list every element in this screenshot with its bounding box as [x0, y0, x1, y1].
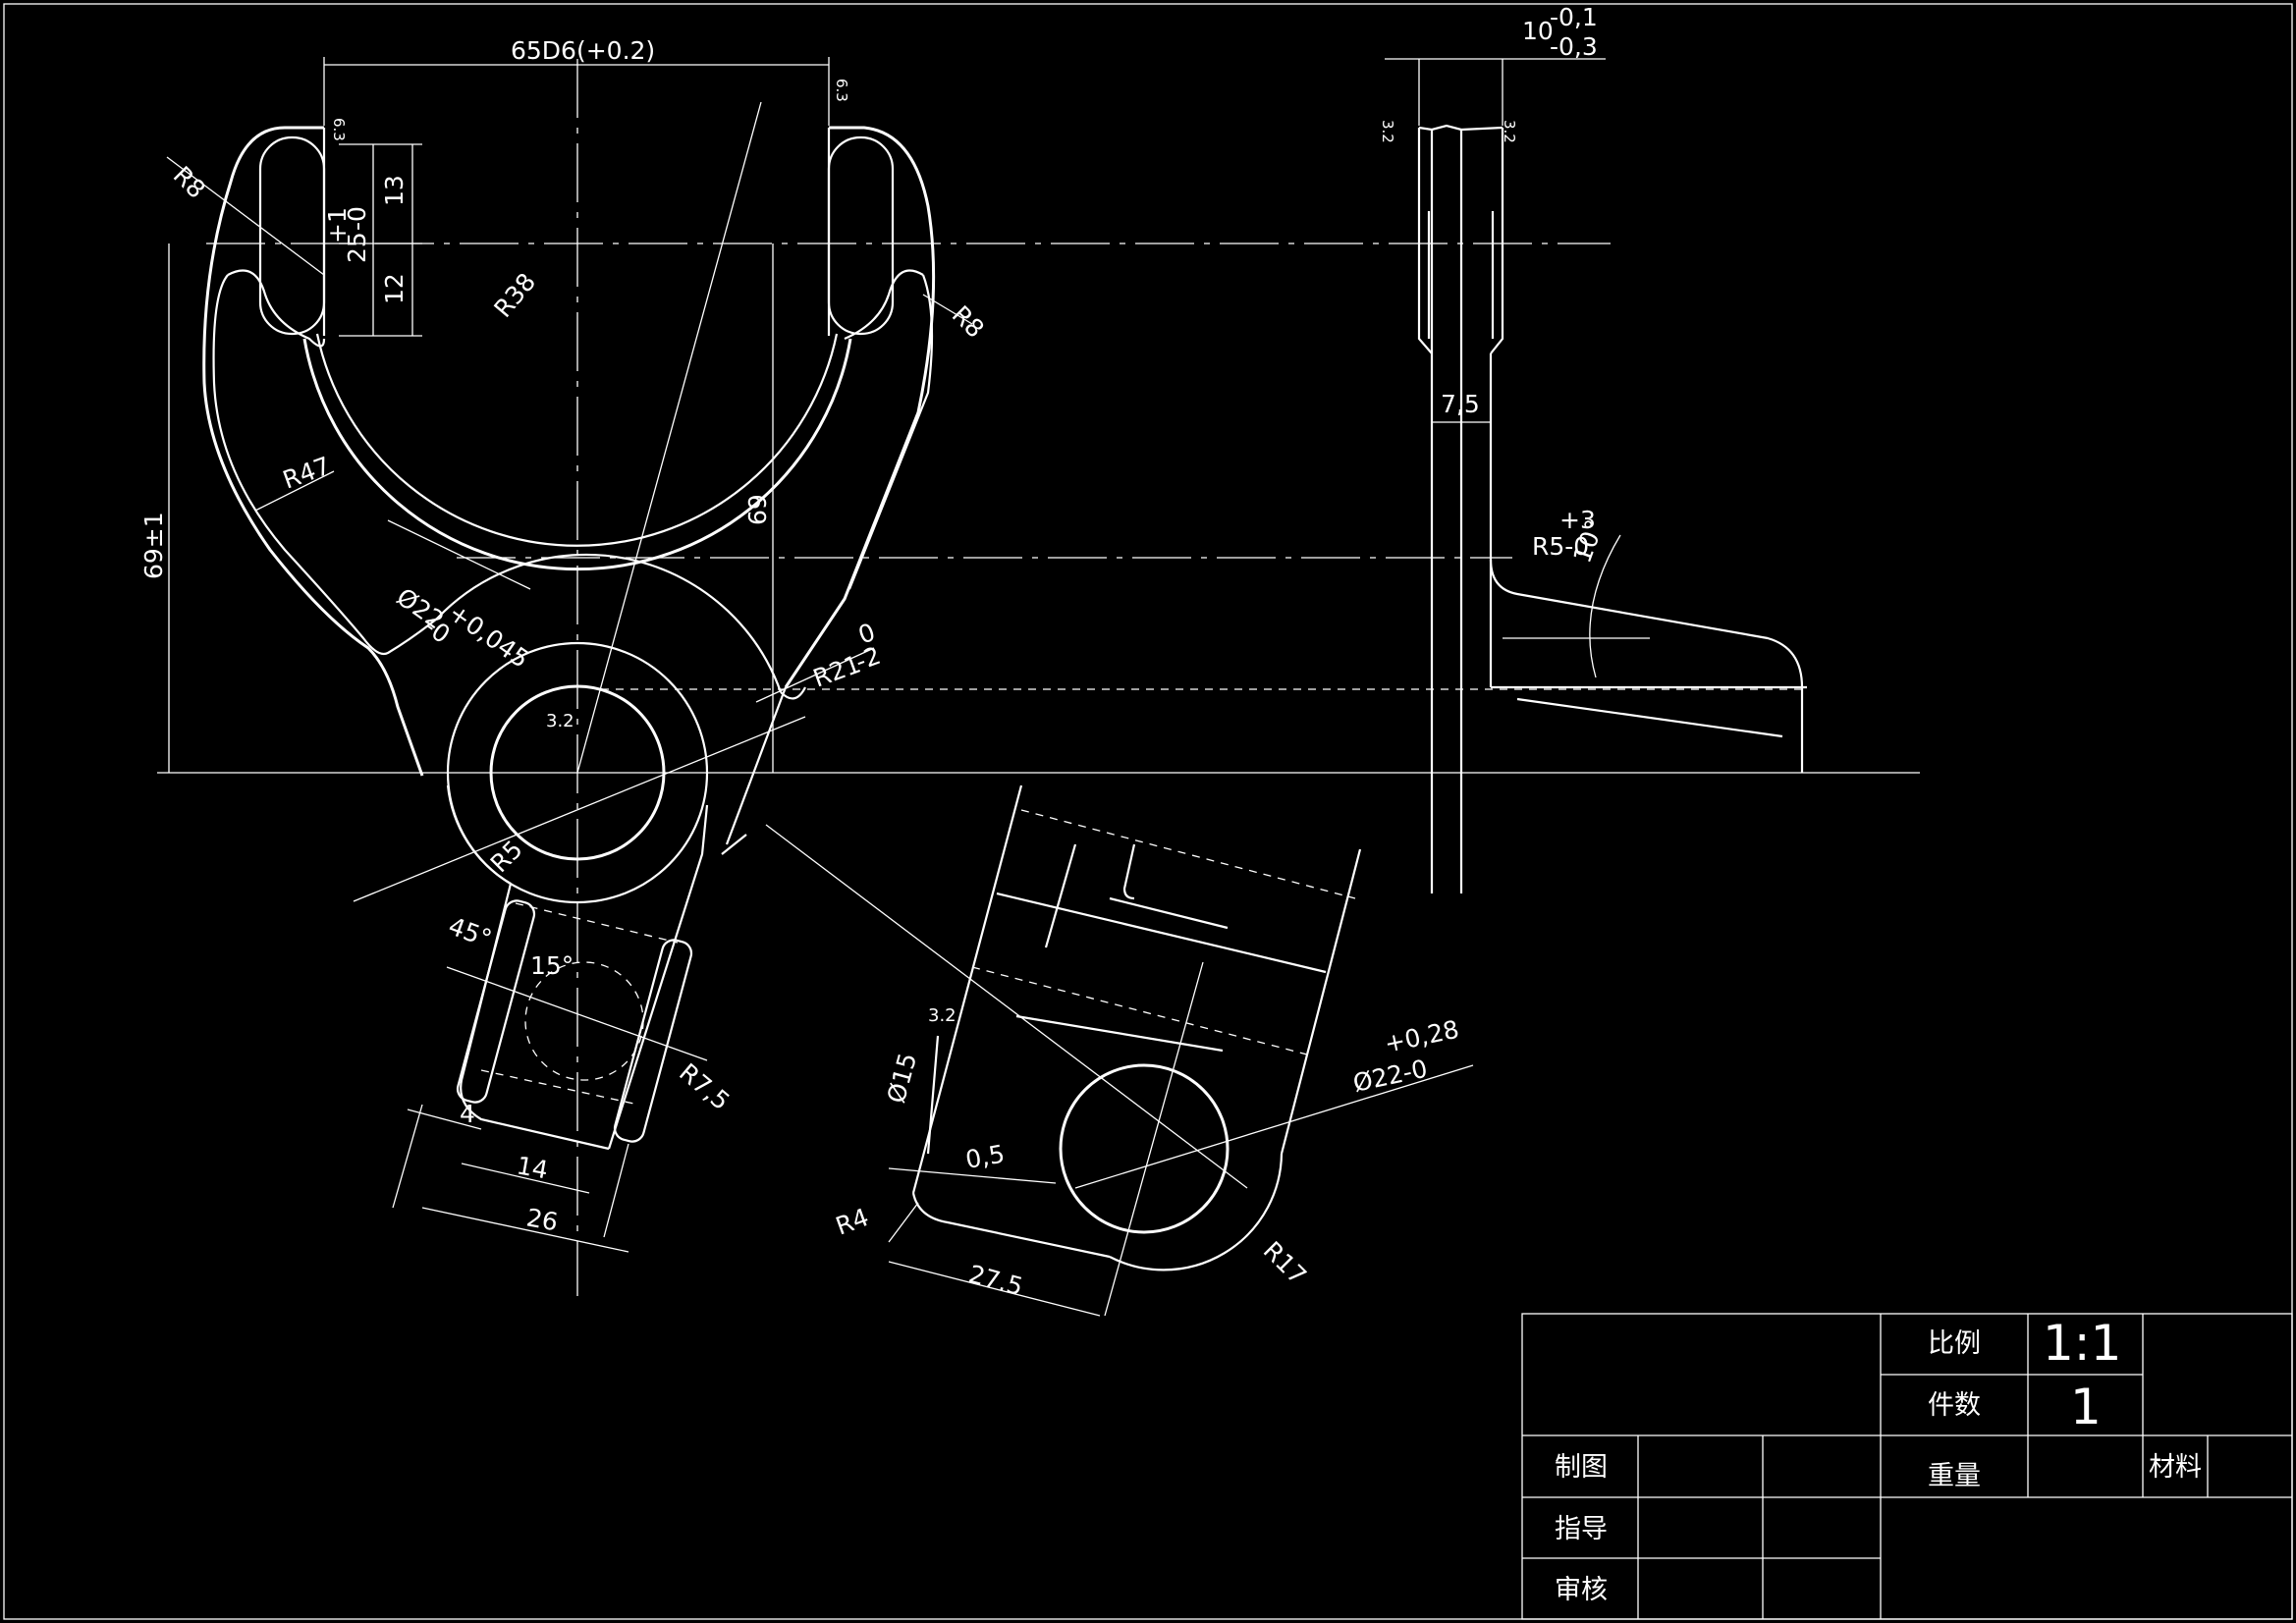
count-label: 件数	[1928, 1390, 1981, 1421]
dim-phi-15: Ø15	[882, 1050, 922, 1106]
material-label: 材料	[2149, 1452, 2202, 1483]
dim-angle-15: 15°	[530, 951, 574, 980]
dim-thickness-10: 10	[1522, 17, 1554, 45]
review-label: 审核	[1555, 1575, 1608, 1605]
dim-25-tol-plus: +1	[323, 207, 352, 243]
dim-r4: R4	[832, 1203, 872, 1241]
dim-13: 13	[380, 175, 409, 206]
roughness-3-2-a: 3.2	[1379, 120, 1396, 143]
side-view-labels: 10 -0,1 -0,3 3.2 3.2 7,5 R5-0 +3 10°	[1379, 3, 1610, 567]
dim-12: 12	[380, 273, 409, 304]
roughness-6-3-a: 6.3	[330, 118, 348, 141]
dim-bore-22-up: +0,045	[444, 598, 534, 674]
dim-25: 25	[343, 232, 371, 263]
dim-r47: R47	[279, 452, 334, 495]
drawn-label: 制图	[1555, 1452, 1608, 1483]
dim-r5: R5	[485, 835, 528, 878]
dim-r17: R17	[1258, 1236, 1312, 1290]
roughness-3-2-b: 3.2	[1501, 120, 1518, 143]
weight-label: 重量	[1928, 1461, 1981, 1491]
dim-thickness-10-low: -0,3	[1550, 32, 1598, 61]
dim-27-5: 27.5	[965, 1260, 1025, 1301]
scale-label: 比例	[1928, 1328, 1981, 1359]
roughness-6-3-b: 6.3	[833, 79, 850, 102]
dim-r5-side-tol: +3	[1559, 506, 1596, 534]
dim-r8-left: R8	[168, 161, 211, 204]
count-value: 1	[2070, 1379, 2102, 1435]
dim-25-tol-minus: -0	[343, 206, 371, 231]
dim-r38: R38	[488, 268, 541, 323]
guide-label: 指导	[1555, 1514, 1608, 1544]
dim-69-tol: 69±1	[139, 512, 168, 579]
roughness-3-2-bore: 3.2	[546, 711, 574, 731]
main-view-labels: 65D6(+0.2) R8 R8 R38 R47 13 12 25 +1 -0 …	[139, 36, 990, 1236]
side-view	[1385, 58, 1807, 893]
detail-view-labels: Ø15 3.2 0,5 R4 27.5 Ø22-0 +0,28 R17	[832, 1005, 1461, 1301]
main-view	[157, 57, 1920, 1296]
dim-0-5: 0,5	[963, 1139, 1007, 1173]
sheet-border	[3, 3, 2293, 1620]
dim-69: 69	[743, 494, 772, 525]
detail-view	[765, 784, 1474, 1317]
dim-r7-5: R7,5	[674, 1057, 735, 1115]
dim-r5-side: R5-0	[1532, 532, 1589, 561]
dim-14: 14	[515, 1151, 550, 1184]
roughness-3-2-c: 3.2	[928, 1005, 957, 1026]
dim-65d6: 65D6(+0.2)	[511, 36, 655, 65]
scale-value: 1:1	[2043, 1315, 2121, 1372]
dim-7-5: 7,5	[1441, 390, 1480, 418]
dim-thickness-10-up: -0,1	[1550, 3, 1598, 31]
dim-r8-right: R8	[947, 300, 990, 344]
title-block: 比例 1:1 件数 1 重量 材料 制图 指导 审核	[1521, 1313, 2293, 1620]
dim-26: 26	[524, 1203, 560, 1236]
dim-bore-22-detail-tol: +0,28	[1382, 1015, 1461, 1058]
dim-4: 4	[460, 1100, 475, 1128]
dim-angle-45: 45°	[445, 911, 496, 952]
